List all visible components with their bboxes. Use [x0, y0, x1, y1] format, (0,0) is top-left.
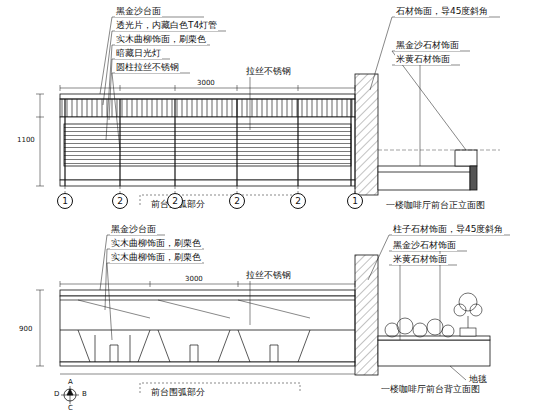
axis-bubble: 2 [290, 193, 306, 209]
axis-number: 2 [234, 196, 240, 206]
material-note: 石材饰面，导45度斜角 [395, 6, 489, 17]
dimension: 3000 [184, 275, 204, 283]
material-note: 拉丝不锈钢 [245, 66, 292, 77]
material-note: 暗藏日光灯 [115, 48, 162, 59]
axis-number: 2 [295, 196, 301, 206]
dimension: 900 [18, 325, 33, 333]
compass-letter: D [53, 390, 60, 398]
material-note: 拉丝不锈钢 [245, 270, 292, 281]
material-note: 实木曲柳饰面，刷栗色 [110, 252, 202, 263]
axis-bubble: 2 [112, 193, 128, 209]
axis-number: 2 [117, 196, 123, 206]
axis-bubble: 1 [57, 193, 73, 209]
material-note: 实木曲柳饰面，刷栗色 [115, 34, 207, 45]
material-note: 实木曲柳饰面，刷栗色 [110, 238, 202, 249]
material-note: 地毯 [468, 374, 488, 385]
material-note: 黑金沙石材饰面 [392, 240, 457, 251]
drawing-title: 一楼咖啡厅前台背立面图 [380, 384, 481, 395]
material-note: 米黄石材饰面 [392, 254, 448, 265]
axis-bubble: 2 [229, 193, 245, 209]
axis-number: 2 [172, 196, 178, 206]
material-note: 柱子石材饰面，导45度斜角 [392, 224, 504, 235]
material-note: 米黄石材饰面 [395, 54, 451, 65]
material-note: 圆柱拉丝不锈钢 [115, 62, 180, 73]
axis-bubble: 1 [347, 193, 363, 209]
compass-letter: B [81, 390, 88, 398]
compass-letter: C [67, 404, 74, 412]
compass-letter: A [67, 378, 74, 386]
axis-number: 1 [62, 196, 68, 206]
drawing-title: 一楼咖啡厅前台正立面图 [385, 200, 486, 211]
material-note: 黑金沙台面 [115, 6, 162, 17]
dimension: 3000 [196, 79, 216, 87]
axis-bubble: 2 [167, 193, 183, 209]
material-note: 黑金沙台面 [110, 224, 157, 235]
material-note: 前台围弧部分 [150, 387, 206, 398]
axis-number: 1 [352, 196, 358, 206]
material-note: 透光片，内藏白色T4灯管 [115, 20, 218, 31]
material-note: 黑金沙石材饰面 [395, 40, 460, 51]
dimension: 1100 [16, 136, 36, 144]
